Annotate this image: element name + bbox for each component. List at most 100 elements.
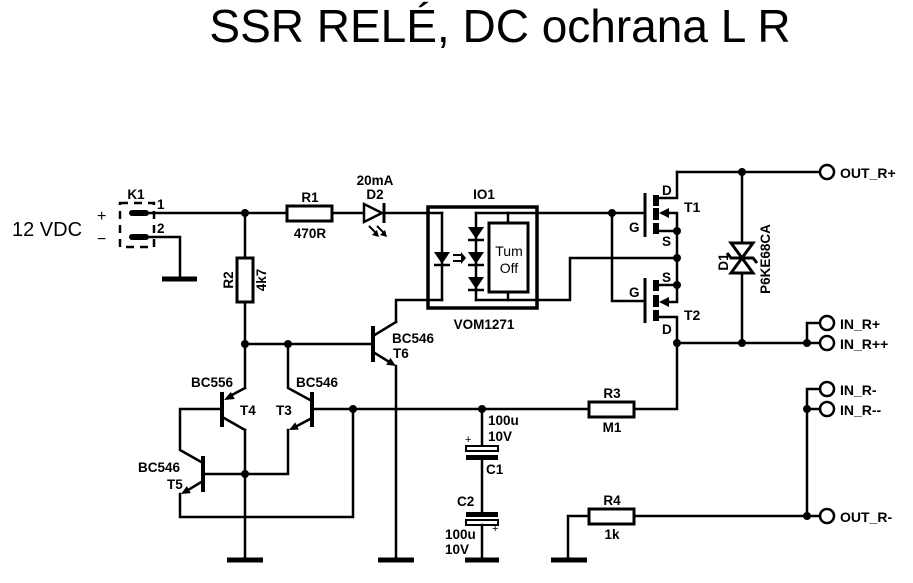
channel-segment [653, 280, 659, 291]
tvs-triangle-bottom-icon [728, 255, 756, 275]
io1-ref: IO1 [473, 187, 495, 202]
emitter-arrow-icon [224, 392, 235, 400]
c2-polarity: + [492, 523, 498, 535]
resistor-r2: R2 4k7 [221, 256, 269, 304]
wire [144, 235, 182, 281]
k1-pin1-label: 1 [157, 197, 165, 212]
channel-segment [653, 223, 659, 234]
t4-part: BC556 [191, 375, 234, 390]
c2-voltage: 10V [445, 542, 469, 557]
emitter-lead [371, 350, 393, 365]
t6-ref: T6 [393, 346, 409, 361]
terminal-icon [818, 507, 836, 525]
input-led-icon [434, 252, 450, 264]
emitter-arrow-icon [181, 486, 191, 494]
junction-dot [673, 281, 681, 289]
c1-value: 100u [488, 413, 519, 428]
capacitor-plate-negative [466, 512, 498, 517]
emitter-lead [186, 479, 205, 492]
channel-segment [653, 310, 659, 321]
body-arrow-icon [659, 297, 669, 307]
c1-ref: C1 [486, 462, 504, 477]
r2-value: 4k7 [254, 269, 269, 292]
t3-part: BC546 [296, 375, 339, 390]
optocoupler-outline [426, 205, 539, 310]
t2-gate-label: G [629, 285, 640, 300]
collector-lead [286, 342, 314, 403]
resistor-body [587, 400, 636, 419]
terminal-out-r-minus: OUT_R- [818, 507, 892, 525]
mosfet-t2: S G D T2 [629, 270, 701, 345]
t2-ref: T2 [684, 307, 701, 323]
t4-ref: T4 [240, 403, 256, 418]
terminal-icon [818, 314, 836, 332]
r2-ref: R2 [221, 271, 236, 288]
connector-k1: K1 1 2 [118, 187, 197, 282]
t1-source-label: S [662, 234, 671, 249]
power-input: 12 VDC + − [12, 208, 106, 248]
terminal-label: IN_R- [840, 382, 877, 398]
c2-value: 100u [445, 527, 476, 542]
tvs-triangle-top-icon [728, 241, 756, 261]
optocoupler-io1: Tum Off IO1 VOM1271 [426, 187, 539, 332]
wire [178, 407, 355, 519]
channel-segment [653, 195, 659, 206]
resistor-body [235, 256, 255, 304]
transistor-t6: BC546 T6 [371, 320, 435, 563]
r3-ref: R3 [603, 386, 621, 401]
junction-dot [803, 512, 811, 520]
r4-ref: R4 [603, 493, 621, 508]
t1-ref: T1 [684, 199, 701, 215]
d2-value: 20mA [357, 173, 394, 188]
junction-dot [241, 340, 249, 348]
terminal-label: IN_R-- [840, 402, 882, 418]
light-arrow-head-icon [372, 230, 379, 237]
terminal-label: IN_R+ [840, 316, 880, 332]
k1-ref: K1 [127, 187, 145, 202]
terminal-out-r-plus: OUT_R+ [818, 163, 896, 181]
capacitor-plate-negative [466, 455, 498, 460]
photodiode-icon [468, 277, 484, 289]
capacitor-c1: + 100u 10V C1 [465, 407, 519, 477]
t2-drain-label: D [662, 322, 672, 337]
drain-lead [657, 315, 679, 345]
led-d2: 20mA D2 [357, 173, 394, 237]
d1-ref: D1 [716, 253, 731, 271]
terminal-in-r-plusplus: IN_R++ [818, 334, 888, 352]
turn-off-block [487, 221, 530, 294]
transistor-t3: BC546 T3 [243, 342, 339, 476]
terminal-label: OUT_R+ [840, 165, 896, 181]
t3-ref: T3 [276, 403, 292, 418]
emitter-lead [293, 416, 314, 429]
photodiode-icon [468, 252, 484, 264]
t1-drain-label: D [662, 183, 672, 198]
wire [474, 256, 679, 302]
tvs-bar [725, 252, 759, 264]
channel-segment [653, 295, 659, 307]
c1-polarity: + [465, 434, 471, 446]
photodiode-icon [468, 227, 484, 239]
t2-source-label: S [662, 270, 671, 285]
wire [566, 514, 591, 562]
resistor-body [285, 204, 334, 223]
emitter-lead [228, 386, 247, 398]
mosfet-t1: D G S T1 [629, 170, 701, 249]
wire [805, 387, 822, 518]
junction-dot [673, 254, 681, 262]
terminal-icon [818, 334, 836, 352]
emitter-arrow-icon [289, 422, 299, 430]
minus-sign: − [97, 231, 106, 248]
c1-voltage: 10V [488, 429, 512, 444]
k1-pin2-label: 2 [157, 221, 165, 236]
light-arrow-head-icon [380, 230, 387, 237]
body-arrow-icon [659, 208, 669, 218]
d1-part: P6KE68CA [758, 224, 773, 294]
collector-lead [222, 416, 247, 432]
t6-part: BC546 [392, 331, 435, 346]
led-triangle-icon [362, 201, 385, 225]
terminal-label: OUT_R- [840, 509, 892, 525]
junction-dot [738, 339, 746, 347]
schematic-title: SSR RELÉ, DC ochrana L R [209, 0, 790, 52]
